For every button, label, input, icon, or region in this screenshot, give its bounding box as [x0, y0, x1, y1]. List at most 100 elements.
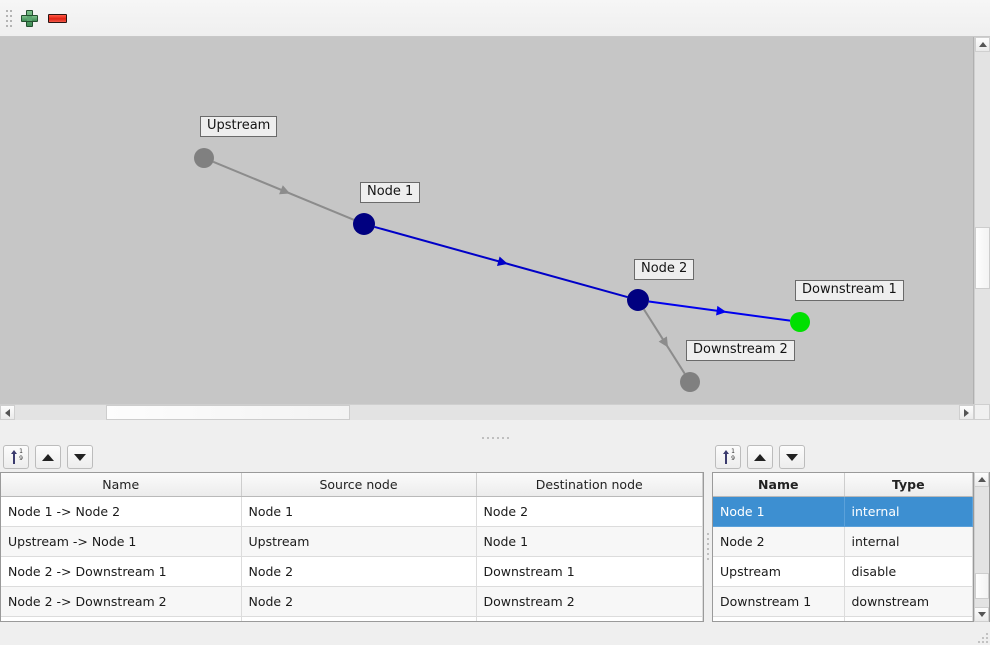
table-cell-empty	[713, 616, 845, 621]
graph-node-downstream1[interactable]	[790, 312, 810, 332]
nodes-scroll-thumb[interactable]	[975, 573, 989, 599]
status-bar	[0, 626, 990, 645]
triangle-up-icon	[977, 477, 986, 482]
nodes-column-header[interactable]: Type	[844, 473, 973, 497]
nodes-scroll-down-button[interactable]	[974, 607, 989, 622]
edges-move-up-button[interactable]	[35, 445, 61, 469]
vertical-splitter[interactable]	[704, 470, 712, 622]
nodes-vertical-scrollbar[interactable]	[974, 472, 990, 622]
nodes-scroll-up-button[interactable]	[974, 472, 989, 487]
graph-node-downstream2[interactable]	[680, 372, 700, 392]
table-cell[interactable]: Node 1	[241, 496, 477, 527]
main-toolbar	[0, 0, 990, 37]
triangle-left-icon	[5, 408, 10, 417]
toolbar-drag-handle[interactable]	[3, 7, 12, 29]
horizontal-scroll-thumb[interactable]	[106, 405, 350, 420]
node-label-downstream1[interactable]: Downstream 1	[795, 280, 904, 301]
table-cell[interactable]: Node 2	[241, 586, 477, 617]
table-cell[interactable]: Node 1 -> Node 2	[1, 496, 242, 527]
minus-box-icon	[47, 13, 67, 23]
table-cell[interactable]: disable	[844, 556, 973, 587]
table-cell[interactable]: Node 1	[713, 496, 845, 527]
node-label-node2[interactable]: Node 2	[634, 259, 695, 280]
triangle-up-icon	[754, 453, 766, 461]
table-cell[interactable]: Node 2	[713, 526, 845, 557]
graph-node-upstream[interactable]	[194, 148, 214, 168]
add-node-button[interactable]	[15, 4, 43, 32]
edge-arrow-icon	[716, 305, 727, 316]
table-cell-empty	[1, 616, 242, 621]
table-cell[interactable]: Upstream	[241, 526, 477, 557]
table-cell[interactable]: Node 2	[476, 496, 703, 527]
node-label-upstream[interactable]: Upstream	[200, 116, 278, 137]
scroll-right-button[interactable]	[959, 405, 974, 420]
node-label-node1[interactable]: Node 1	[360, 182, 421, 203]
nodes-column-header[interactable]: Name	[713, 473, 845, 497]
canvas-horizontal-scrollbar[interactable]	[0, 404, 974, 420]
table-cell[interactable]: Node 2 -> Downstream 1	[1, 556, 242, 587]
table-cell[interactable]: Node 2	[241, 556, 477, 587]
node-label-downstream2[interactable]: Downstream 2	[686, 340, 795, 361]
table-cell-empty	[476, 616, 703, 621]
graph-svg	[194, 148, 810, 392]
edge-arrow-icon	[658, 336, 669, 348]
table-cell[interactable]: Downstream 2	[476, 586, 703, 617]
edges-column-header[interactable]: Source node	[241, 473, 477, 497]
window-resize-grip[interactable]	[978, 633, 988, 643]
table-cell[interactable]: Upstream	[713, 556, 845, 587]
edges-move-down-button[interactable]	[67, 445, 93, 469]
table-cell[interactable]: internal	[844, 496, 973, 527]
scrollbar-corner	[974, 404, 990, 420]
scroll-up-button[interactable]	[975, 37, 990, 52]
triangle-down-icon	[977, 612, 986, 617]
canvas-vertical-scrollbar[interactable]	[974, 37, 990, 420]
graph-node-node2[interactable]	[627, 289, 649, 311]
splitter-grip-icon	[481, 437, 509, 439]
table-cell[interactable]: Downstream 1	[713, 586, 845, 617]
table-cell[interactable]: Upstream -> Node 1	[1, 526, 242, 557]
graph-node-node1[interactable]	[353, 213, 375, 235]
edge-arrow-icon	[279, 185, 291, 195]
table-cell[interactable]: Downstream 1	[476, 556, 703, 587]
scroll-left-button[interactable]	[0, 405, 15, 420]
table-cell-empty	[241, 616, 477, 621]
splitter-grip-icon	[707, 532, 709, 560]
nodes-move-down-button[interactable]	[779, 445, 805, 469]
edges-column-header[interactable]: Destination node	[476, 473, 703, 497]
horizontal-splitter[interactable]	[0, 432, 990, 444]
table-cell[interactable]: Node 2 -> Downstream 2	[1, 586, 242, 617]
table-cell[interactable]: downstream	[844, 586, 973, 617]
triangle-up-icon	[42, 453, 54, 461]
edges-column-header[interactable]: Name	[1, 473, 242, 497]
nodes-move-up-button[interactable]	[747, 445, 773, 469]
table-cell-empty	[844, 616, 973, 621]
vertical-scroll-thumb[interactable]	[975, 227, 990, 289]
triangle-right-icon	[964, 408, 969, 417]
table-cell[interactable]: Node 1	[476, 526, 703, 557]
remove-node-button[interactable]	[43, 4, 71, 32]
table-filler-row	[713, 616, 973, 621]
table-cell[interactable]: internal	[844, 526, 973, 557]
plus-icon	[20, 9, 38, 27]
